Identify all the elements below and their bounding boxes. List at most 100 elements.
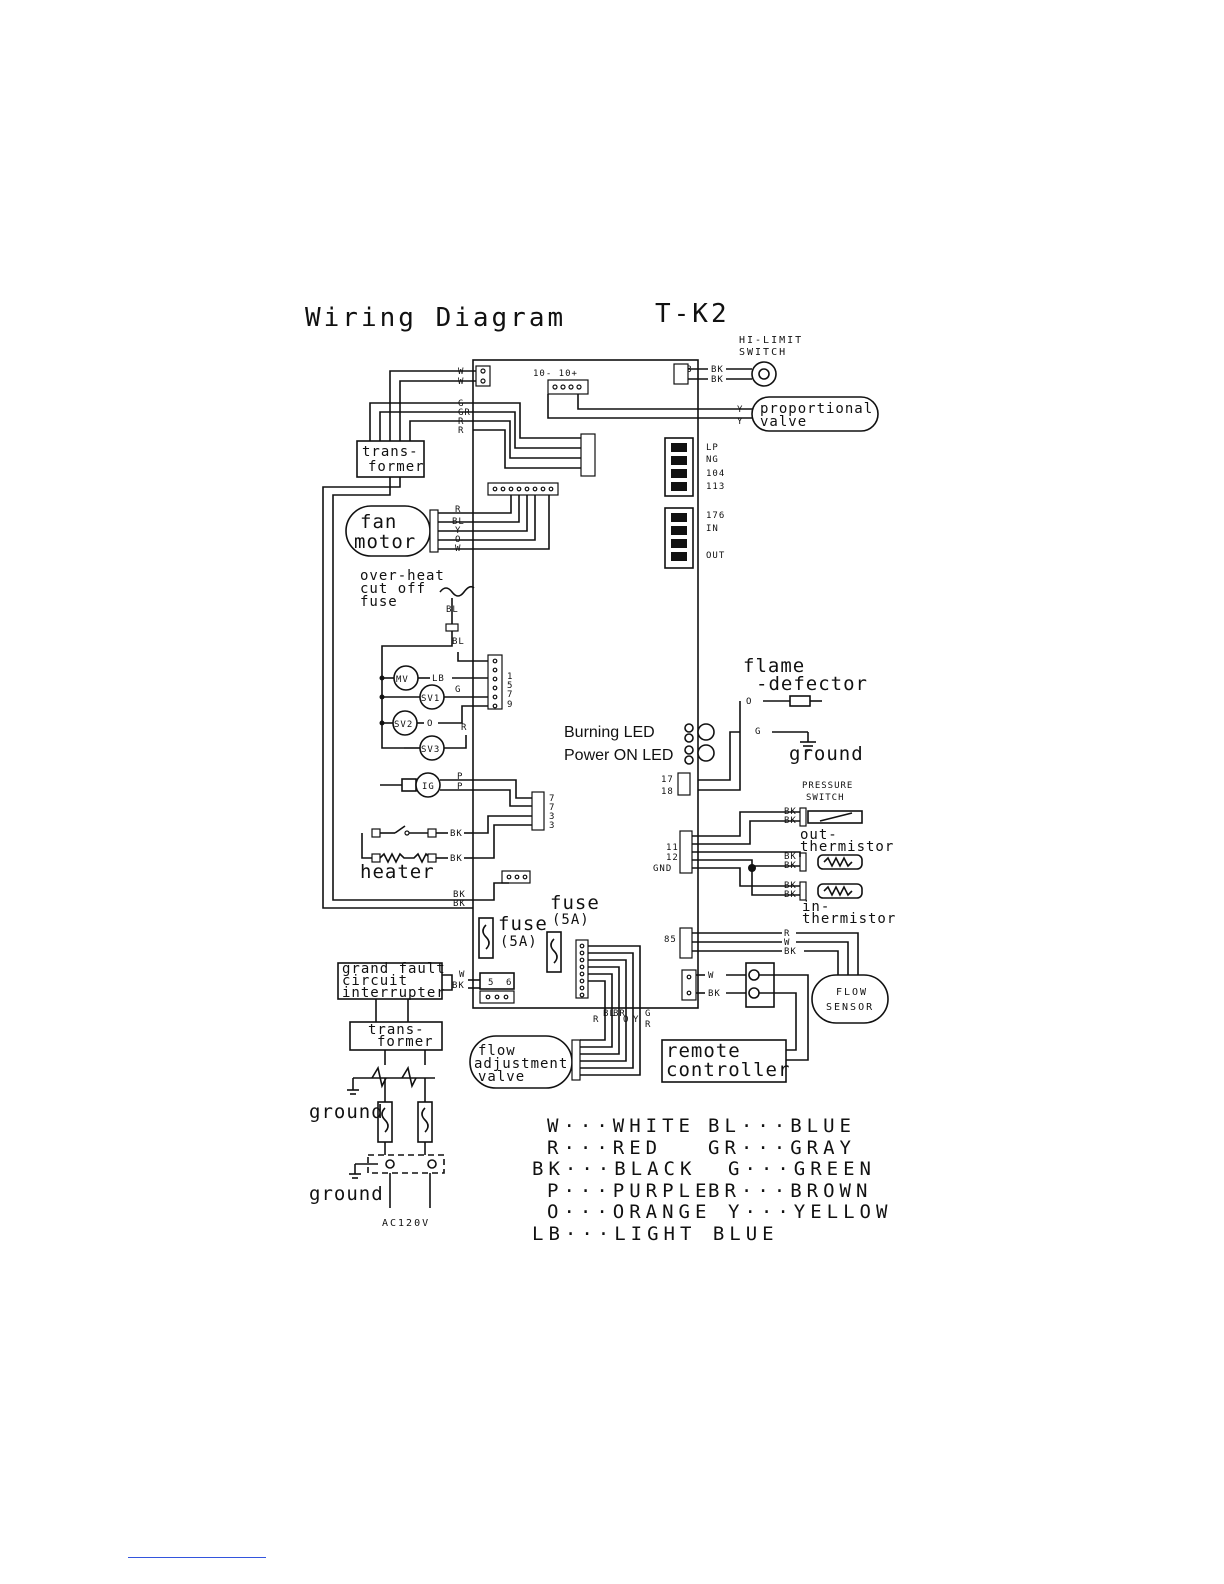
svg-text:5: 5 [507,681,513,691]
svg-text:BL: BL [603,1009,616,1019]
svg-text:over-heat: over-heat [360,568,445,584]
svg-text:9: 9 [507,700,513,710]
svg-text:Y: Y [737,405,743,415]
legend-br: BR···BROWN [708,1180,872,1202]
svg-text:OUT: OUT [706,551,725,561]
proportional-valve-label-1: proportional [760,401,873,417]
gas-valves-group: 1 5 7 9 MV LB SV1 G SV2 O SV3 R [379,652,513,761]
hi-limit-label-2: SWITCH [739,347,787,358]
remote-terminal-block [745,962,775,1008]
svg-text:W: W [784,938,790,948]
svg-text:R: R [593,1015,599,1025]
heater-element-icon [379,852,431,864]
svg-text:1: 1 [507,672,513,682]
transformer-top-group: W W trans- former G GR R R [322,365,596,909]
legend-r: R···RED [547,1137,662,1159]
svg-text:SWITCH: SWITCH [806,793,845,803]
svg-text:5: 5 [488,978,494,988]
wire-label-gr: GR [458,408,471,418]
svg-text:113: 113 [706,482,725,492]
svg-text:NG: NG [706,455,719,465]
svg-text:BK: BK [450,829,463,839]
svg-text:remote: remote [666,1040,741,1062]
svg-text:17: 17 [661,775,674,785]
svg-text:in-: in- [802,899,830,915]
flame-detector-group: flame -defector O G ground [698,655,868,791]
svg-text:PRESSURE: PRESSURE [802,781,853,791]
ground-label-1: ground [309,1101,384,1123]
legend-bk: BK···BLACK [532,1158,696,1180]
ground-right-label: ground [789,743,864,765]
heater-group: BK BK heater [360,825,473,883]
remote-controller [661,1039,787,1083]
svg-text:SENSOR: SENSOR [826,1002,874,1013]
wire-label-g: G [458,399,464,409]
transformer-bottom [349,1021,443,1051]
svg-text:BK: BK [711,375,724,385]
svg-text:out-: out- [800,827,838,843]
svg-text:BK: BK [708,989,721,999]
svg-text:-defector: -defector [756,673,868,695]
transformer-top-label-2: former [368,459,425,475]
remote-controller-group: W BK remote controller [661,962,809,1083]
svg-text:BK: BK [452,981,465,991]
bk-power-connector: BK BK [453,870,531,909]
svg-text:Y: Y [455,526,461,536]
svg-text:circuit: circuit [342,973,408,989]
svg-text:BK: BK [453,899,466,909]
svg-text:BK: BK [450,854,463,864]
burning-led-icon [697,723,715,741]
hi-limit-label-1: HI-LIMIT [739,335,803,346]
fuse-5a-left: fuse (5A) [478,913,547,959]
svg-text:flame: flame [743,655,805,677]
led-group: Burning LED Power ON LED 17 18 [564,723,715,797]
svg-text:(5A): (5A) [552,912,590,928]
svg-text:7: 7 [549,794,555,804]
diagram-title: Wiring Diagram [305,303,566,333]
svg-text:thermistor: thermistor [800,839,894,855]
wire-label-r2: R [458,426,464,436]
svg-text:G: G [455,685,461,695]
igniter-icon [415,772,441,798]
legend-bl: BL···BLUE [708,1115,856,1137]
svg-text:O: O [427,719,433,729]
svg-text:11: 11 [666,843,679,853]
svg-text:BL: BL [452,517,465,527]
svg-text:R: R [784,929,790,939]
svg-text:BK: BK [711,365,724,375]
svg-text:3: 3 [549,821,555,831]
model-number: T-K2 [655,299,730,329]
svg-text:trans-: trans- [368,1022,425,1038]
svg-text:LP: LP [706,443,719,453]
svg-text:7: 7 [507,690,513,700]
power-on-led-icon [697,744,715,762]
flow-sensor-group: 85 R W BK FLOW SENSOR [664,927,889,1024]
svg-text:P: P [457,782,463,792]
svg-text:O: O [623,1015,629,1025]
fan-motor-label-1: fan [360,511,397,533]
fan-motor-label-2: motor [354,531,416,553]
control-board [472,359,699,1009]
svg-text:SV1: SV1 [421,694,440,704]
burning-led-label: Burning LED [564,724,655,741]
proportional-valve-label-2: valve [760,414,807,430]
igniter-group: IG P P 7 7 3 3 [380,772,555,859]
svg-text:GND: GND [653,864,672,874]
svg-text:W: W [455,544,461,554]
svg-text:G: G [645,1009,651,1019]
gas-type-dip-switch: LP NG 104 113 [664,437,725,497]
svg-text:104: 104 [706,469,725,479]
svg-text:adjustment: adjustment [474,1056,568,1072]
svg-text:FLOW: FLOW [836,987,868,998]
overheat-fuse-icon [439,585,475,597]
svg-text:BR: BR [613,1009,626,1019]
wire-label-w2: W [458,377,464,387]
svg-text:IN: IN [706,524,719,534]
legend-gr: GR···GRAY [708,1137,856,1159]
svg-text:SV2: SV2 [394,720,413,730]
svg-text:Y: Y [737,417,743,427]
proportional-valve-group: Y Y proportional valve [737,396,879,432]
svg-text:W: W [708,971,714,981]
transformer-top [356,440,425,478]
legend-o: O···ORANGE [547,1201,711,1223]
